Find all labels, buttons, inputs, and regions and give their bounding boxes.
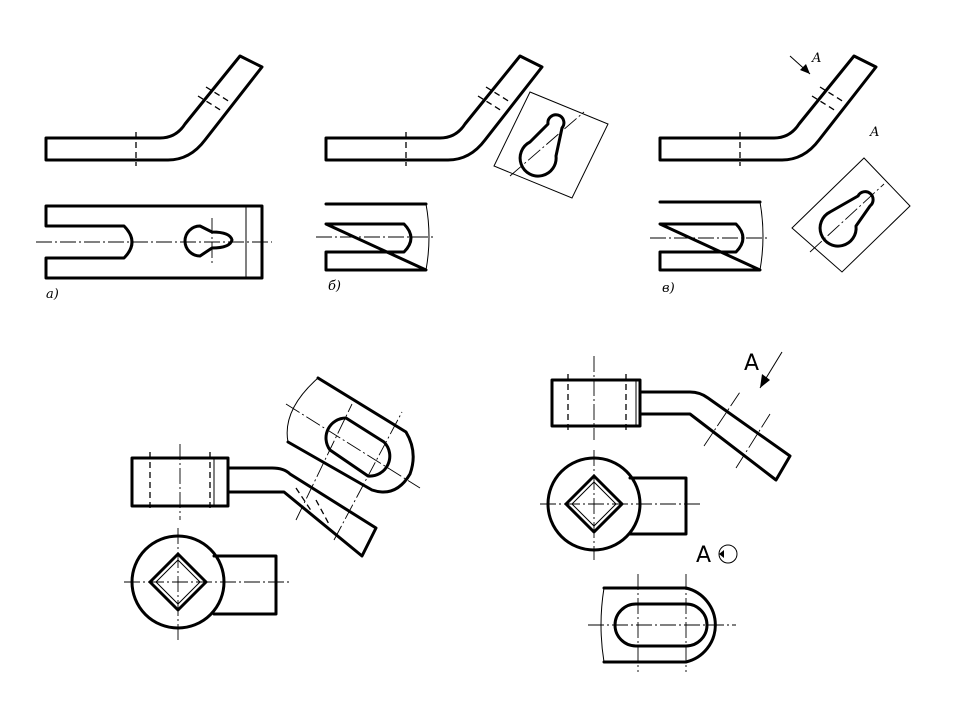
figure-a: а)	[36, 54, 272, 302]
figure-v-view-label: A	[869, 125, 879, 140]
figure-a-bent-strip-elevation	[44, 54, 264, 166]
figure-v-bent-strip-elevation	[658, 54, 878, 166]
bottom-left-bent-part-elevation	[130, 444, 378, 558]
figure-b-rotated-section	[493, 91, 609, 199]
bottom-right-bent-part-elevation	[550, 356, 792, 482]
figure-b-bent-strip-elevation	[324, 54, 544, 166]
bottom-right-view-a-label: A	[696, 543, 738, 568]
bottom-right-view-label: A	[696, 543, 711, 568]
bottom-left-rotated-section	[285, 376, 421, 541]
figure-v-view-arrow: A	[789, 51, 821, 75]
figure-b-label: б)	[328, 279, 341, 294]
figure-v: A A в)	[650, 51, 911, 296]
bottom-right-view-a	[588, 574, 736, 672]
figure-a-plan-view	[36, 204, 272, 280]
figure-v-plan-view	[650, 200, 770, 272]
figure-v-arrow-label: A	[811, 51, 821, 66]
bottom-right-end-view	[540, 450, 700, 560]
bottom-left-drawing	[124, 376, 421, 640]
bottom-left-end-view	[124, 528, 290, 640]
figure-v-label: в)	[662, 281, 675, 296]
figure-a-label: а)	[46, 287, 59, 302]
bottom-right-arrow-label: A	[744, 351, 759, 376]
figure-v-rotated-view	[791, 157, 911, 273]
figure-b: б)	[316, 54, 609, 294]
bottom-right-drawing: A A	[540, 351, 792, 672]
figure-b-plan-view	[316, 202, 436, 272]
bottom-right-view-arrow: A	[744, 351, 783, 389]
